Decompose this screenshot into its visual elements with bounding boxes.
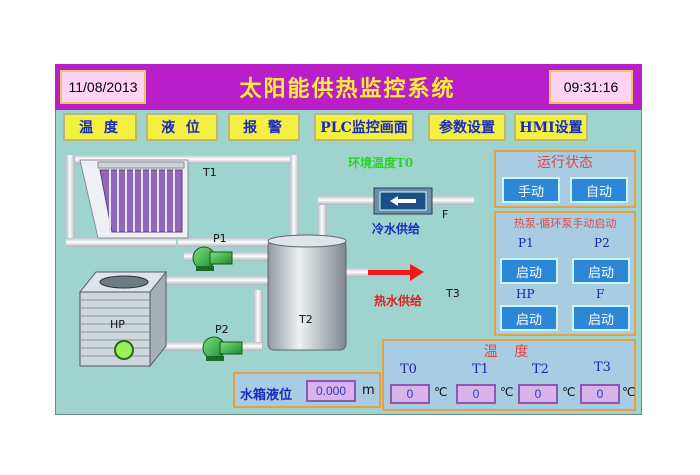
collector-label: T1 bbox=[203, 166, 217, 179]
t1-value: 0 bbox=[456, 384, 496, 404]
cold-water-label: 冷水供给 bbox=[372, 222, 421, 236]
cold-water-valve bbox=[373, 187, 433, 215]
t1-unit: ℃ bbox=[500, 385, 514, 399]
time-display: 09:31:16 bbox=[549, 70, 633, 104]
t0-unit: ℃ bbox=[434, 385, 448, 399]
hp-start-button[interactable]: 启动 bbox=[500, 305, 558, 331]
valve-label: F bbox=[442, 208, 449, 221]
tank-level-unit: m bbox=[362, 383, 375, 398]
nav-alarm-button[interactable]: 报 警 bbox=[228, 113, 300, 141]
manual-mode-button[interactable]: 手动 bbox=[502, 177, 560, 203]
p1-start-label: P1 bbox=[518, 236, 534, 250]
page-title: 太阳能供热监控系统 bbox=[239, 76, 456, 102]
hot-water-label: 热水供给 bbox=[374, 294, 423, 308]
t0-label: T0 bbox=[400, 362, 417, 377]
t2-label: T2 bbox=[532, 362, 549, 377]
storage-tank bbox=[267, 234, 347, 351]
title-bar bbox=[55, 64, 642, 110]
run-status-title: 运行状态 bbox=[537, 155, 593, 171]
tank-level-label: 水箱液位 bbox=[240, 388, 293, 403]
nav-temperature-button[interactable]: 温 度 bbox=[63, 113, 137, 141]
pump-p2 bbox=[202, 336, 243, 361]
nav-level-button[interactable]: 液 位 bbox=[146, 113, 218, 141]
hp-start-label: HP bbox=[516, 287, 535, 301]
tank-level-value: 0.000 bbox=[306, 380, 356, 402]
t2-value: 0 bbox=[518, 384, 558, 404]
p2-start-button[interactable]: 启动 bbox=[572, 258, 630, 284]
auto-mode-button[interactable]: 自动 bbox=[570, 177, 628, 203]
pump-p1-label: P1 bbox=[213, 232, 227, 245]
hot-water-arrow bbox=[368, 264, 424, 281]
nav-parameters-button[interactable]: 参数设置 bbox=[428, 113, 506, 141]
date-display: 11/08/2013 bbox=[60, 70, 146, 104]
hot-water-temp-label: T3 bbox=[446, 287, 460, 300]
solar-collector bbox=[79, 159, 189, 239]
t3-unit: ℃ bbox=[622, 385, 636, 399]
heat-pump bbox=[78, 270, 168, 368]
t3-label: T3 bbox=[594, 360, 611, 375]
tank-label: T2 bbox=[299, 313, 313, 326]
temperature-title: 温 度 bbox=[483, 344, 535, 360]
f-start-label: F bbox=[596, 287, 605, 301]
t2-unit: ℃ bbox=[562, 385, 576, 399]
t0-value: 0 bbox=[390, 384, 430, 404]
manual-start-title: 热泵-循环泵手动启动 bbox=[513, 217, 617, 230]
nav-plc-monitor-button[interactable]: PLC监控画面 bbox=[314, 113, 414, 141]
p2-start-label: P2 bbox=[594, 236, 610, 250]
f-start-button[interactable]: 启动 bbox=[572, 305, 630, 331]
t3-value: 0 bbox=[580, 384, 620, 404]
ambient-temp-label: 环境温度T0 bbox=[348, 156, 414, 170]
pump-p1 bbox=[192, 246, 233, 271]
pump-p2-label: P2 bbox=[215, 323, 229, 336]
p1-start-button[interactable]: 启动 bbox=[500, 258, 558, 284]
heatpump-label: HP bbox=[110, 318, 125, 331]
t1-label: T1 bbox=[472, 362, 489, 377]
nav-hmi-settings-button[interactable]: HMI设置 bbox=[514, 113, 588, 141]
